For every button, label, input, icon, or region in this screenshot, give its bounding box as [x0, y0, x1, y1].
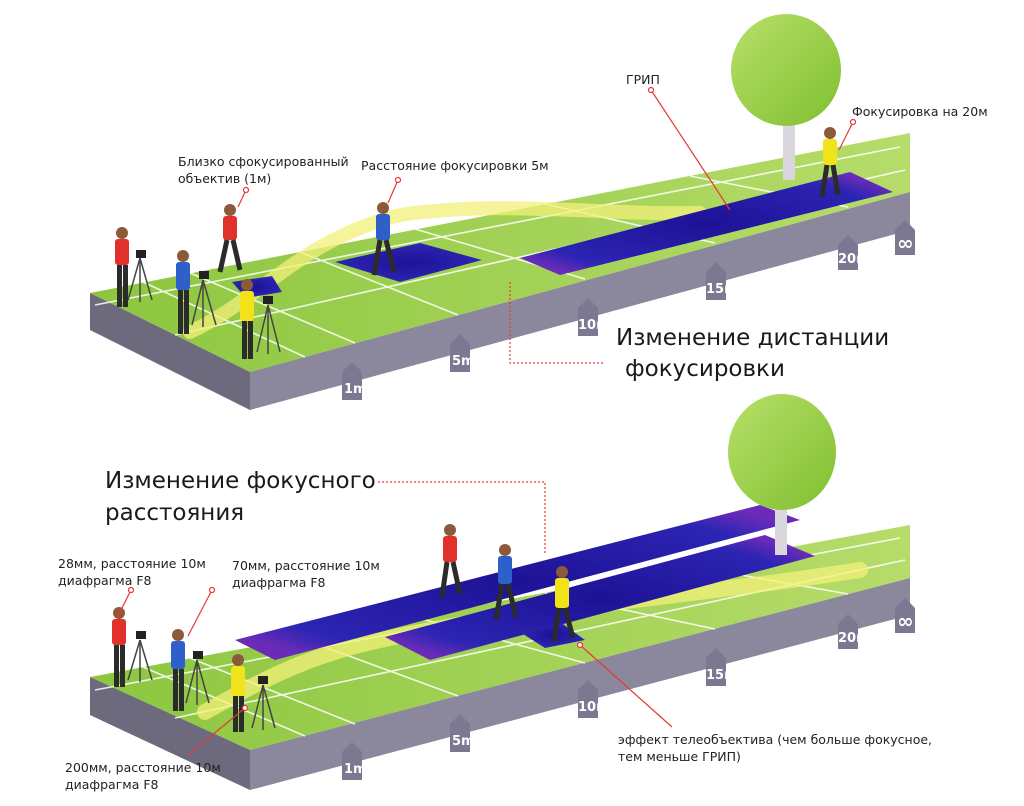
top-subject-blue	[371, 202, 397, 276]
bottom-subject-yellow	[551, 566, 576, 643]
top-marker-5m: 5m	[450, 334, 475, 372]
svg-text:20m: 20m	[838, 631, 870, 646]
bottom-marker-20m: 20m	[838, 614, 870, 649]
top-label-close-2: объектив (1м)	[178, 171, 271, 186]
svg-text:10m: 10m	[578, 700, 610, 715]
bottom-label-70-1: 70мм, расстояние 10м	[232, 558, 380, 573]
bottom-marker-10m: 10m	[578, 680, 610, 718]
top-dof-zone-mid	[335, 243, 482, 282]
svg-text:∞: ∞	[897, 231, 914, 255]
bottom-label-28-2: диафрагма F8	[58, 573, 152, 588]
top-marker-10m: 10m	[578, 298, 610, 336]
bottom-photographer-yellow	[231, 654, 276, 732]
top-label-dof: ГРИП	[626, 72, 660, 87]
top-heading-line1: Изменение дистанции	[616, 325, 889, 351]
bottom-subject-red	[439, 524, 463, 598]
bottom-heading-line1: Изменение фокусного	[105, 468, 376, 494]
svg-text:15m: 15m	[706, 668, 738, 683]
top-marker-15m: 15m	[706, 262, 738, 300]
bottom-marker-1m: 1m	[342, 742, 367, 780]
bottom-dof-zone-mid	[385, 535, 815, 660]
bottom-label-200-1: 200мм, расстояние 10м	[65, 760, 221, 775]
bottom-label-tele-1: эффект телеобъектива (чем больше фокусно…	[618, 732, 932, 747]
svg-text:15m: 15m	[706, 282, 738, 297]
top-photographer-red	[115, 227, 153, 307]
bottom-subject-blue	[493, 544, 519, 621]
top-marker-inf: ∞	[895, 220, 915, 255]
bottom-platform: 1m 5m 10m 15m 20m ∞	[58, 394, 932, 792]
bottom-heading-line2: расстояния	[105, 500, 244, 526]
top-front-face	[250, 192, 910, 410]
top-marker-20m: 20m	[838, 235, 870, 270]
svg-text:20m: 20m	[838, 252, 870, 267]
top-subject-red	[217, 204, 243, 273]
bottom-left-face	[90, 677, 250, 790]
bottom-marker-inf: ∞	[895, 598, 915, 633]
bottom-label-tele-2: тем меньше ГРИП)	[618, 749, 741, 764]
bottom-dof-zone-wide	[235, 505, 800, 660]
bottom-marker-5m: 5m	[450, 714, 475, 752]
top-subject-yellow	[819, 127, 841, 198]
bottom-tree	[728, 394, 836, 555]
top-label-focus5: Расстояние фокусировки 5м	[361, 158, 549, 173]
top-label-close-1: Близко сфокусированный	[178, 154, 349, 169]
top-heading-line2: фокусировки	[625, 356, 785, 382]
top-platform: 1m 5m 10m 15m 20m ∞	[90, 14, 988, 410]
top-grass	[90, 133, 910, 372]
svg-text:1m: 1m	[344, 382, 367, 397]
svg-text:10m: 10m	[578, 318, 610, 333]
top-left-face	[90, 293, 250, 410]
svg-text:1m: 1m	[344, 762, 367, 777]
top-dof-zone-far	[520, 172, 893, 275]
top-tree	[731, 14, 841, 180]
bottom-photographer-blue	[171, 629, 210, 711]
svg-text:5m: 5m	[452, 734, 475, 749]
top-photographer-blue	[176, 250, 217, 334]
bottom-front-face	[250, 578, 910, 790]
bottom-marker-15m: 15m	[706, 648, 738, 686]
top-photographer-yellow	[240, 279, 281, 359]
top-label-focus20: Фокусировка на 20м	[852, 104, 988, 119]
top-marker-1m: 1m	[342, 362, 367, 400]
bottom-label-200-2: диафрагма F8	[65, 777, 159, 792]
svg-text:∞: ∞	[897, 609, 914, 633]
bottom-label-28-1: 28мм, расстояние 10м	[58, 556, 206, 571]
bottom-label-70-2: диафрагма F8	[232, 575, 326, 590]
svg-text:5m: 5m	[452, 354, 475, 369]
